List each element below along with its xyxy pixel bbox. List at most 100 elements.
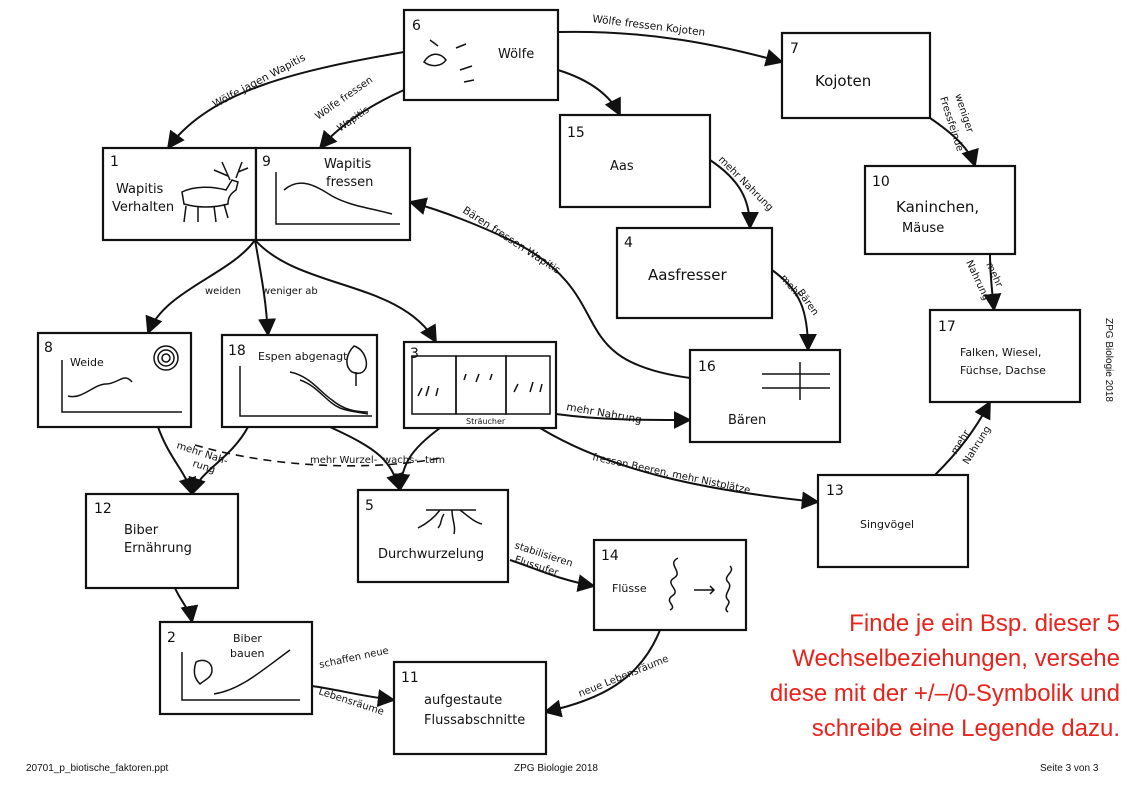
arrow-3-5: [392, 427, 441, 492]
edge-label-dash-b: wachs-: [383, 455, 418, 466]
node-label-line-2: Verhalten: [112, 200, 174, 215]
node-label-line-1: aufgestaute: [424, 693, 502, 708]
growth-graph-icon: [61, 345, 182, 413]
node-number: 14: [601, 548, 619, 564]
node-number: 15: [567, 125, 585, 141]
edge-label-6-1: Wölfe jagen Wapitis: [211, 52, 308, 111]
node-label-line-2: Mäuse: [902, 221, 944, 236]
task-line-3: diese mit der +/–/0-Symbolik und: [769, 680, 1120, 707]
footer-page: Seite 3 von 3: [1040, 763, 1099, 774]
node-number: 16: [698, 359, 716, 375]
node-label: Espen abgenagt: [258, 350, 348, 363]
node-label-line-1: Wapitis: [324, 157, 372, 172]
task-instruction: Finde je ein Bsp. dieser 5 Wechselbezieh…: [690, 606, 1120, 746]
node-label: Sträucher: [466, 417, 506, 426]
node-number: 2: [167, 630, 176, 646]
node-3-straeucher: 3 Sträucher: [402, 340, 558, 430]
arrow-6-7: [557, 30, 784, 67]
task-line-2: Wechselbeziehungen, versehe: [792, 645, 1120, 672]
node-8-weide: 8 Weide: [36, 331, 193, 429]
node-label-line-2: bauen: [230, 647, 264, 660]
node-7-kojoten: 7 Kojoten: [780, 31, 932, 120]
arrow-12-2: [174, 587, 199, 624]
node-label: Wölfe: [498, 47, 534, 62]
node-16-baeren: 16 Bären: [688, 348, 842, 444]
node-6-woelfe: 6 Wölfe: [402, 8, 560, 102]
node-number: 17: [938, 319, 956, 335]
node-label: Bären: [728, 413, 766, 428]
cross-mark-icon: [762, 362, 830, 400]
edge-label-3-16: mehr Nahrung: [565, 401, 642, 426]
node-number: 5: [365, 498, 374, 514]
node-label-line-2: Ernährung: [124, 541, 192, 556]
node-label-line-2: Füchse, Dachse: [960, 364, 1046, 377]
node-1-wapitis-verhalten: 1 Wapitis Verhalten: [101, 146, 258, 242]
arrow-5-14: [509, 559, 596, 593]
edge-label-1-18: weniger ab: [262, 286, 318, 297]
node-label-line-2: fressen: [326, 175, 373, 190]
node-number: 9: [262, 154, 271, 170]
river-sketch-icon: [668, 557, 733, 613]
edge-label-4-16-b: Bären: [795, 287, 821, 317]
arrow-6-9: [318, 89, 405, 150]
arrow-7-10: [929, 117, 979, 168]
edge-label-1-8: weiden: [205, 286, 241, 297]
node-4-aasfresser: 4 Aasfresser: [615, 226, 774, 320]
elk-sketch-icon: [181, 161, 249, 223]
node-label-line-2: Flussabschnitte: [424, 713, 525, 728]
arrow-3-16: [555, 410, 692, 429]
arrow-18-12: [188, 426, 249, 496]
arrow-13-17: [934, 400, 991, 476]
edge-label-2-11-a: schaffen neue: [318, 645, 389, 670]
node-10-kaninchen: 10 Kaninchen, Mäuse: [863, 164, 1017, 256]
node-number: 3: [410, 346, 419, 362]
node-13-singvoegel: 13 Singvögel: [816, 473, 970, 569]
arrow-6-1: [166, 51, 405, 150]
arrow-14-11: [543, 629, 661, 718]
arrow-10-17: [983, 253, 1002, 312]
node-number: 7: [790, 41, 799, 57]
arrow-15-4: [709, 159, 759, 230]
arrow-4-16: [771, 269, 817, 352]
arrow-1-8: [145, 239, 256, 335]
footer-center: ZPG Biologie 2018: [514, 763, 598, 774]
arrow-8-12: [157, 426, 197, 496]
node-label-line-1: Kaninchen,: [896, 198, 979, 216]
tree-graph-icon: [239, 345, 372, 417]
arrow-16-9: [408, 197, 691, 379]
edge-label-2-11-b: Lebensräume: [317, 686, 385, 717]
node-number: 11: [401, 670, 419, 686]
node-label: Aasfresser: [648, 266, 727, 284]
node-label: Aas: [610, 159, 634, 174]
decline-graph-icon: [275, 172, 400, 225]
node-18-espen: 18 Espen abgenagt: [220, 333, 379, 429]
edge-label-3-13: fressen Beeren, mehr Nistplätze: [591, 452, 751, 496]
node-label: Weide: [70, 356, 104, 369]
node-label: Flüsse: [612, 582, 647, 595]
shrub-panels-icon: [411, 355, 551, 415]
node-label: Singvögel: [860, 518, 914, 531]
wolf-sketch-icon: [423, 39, 475, 83]
side-credit: ZPG Biologie 2018: [1103, 318, 1114, 402]
node-label: Durchwurzelung: [378, 547, 484, 562]
beaver-graph-icon: [181, 649, 300, 701]
node-14-fluesse: 14 Flüsse: [592, 538, 748, 632]
node-5-durchwurzelung: 5 Durchwurzelung: [356, 488, 510, 584]
node-number: 13: [826, 483, 844, 499]
node-number: 8: [44, 340, 53, 356]
arrow-6-15: [557, 69, 621, 117]
edge-label-16-9: Bären fressen Wapitis: [460, 204, 562, 276]
arrow-1-3: [254, 239, 437, 344]
edge-label-15-4: mehr Nahrung: [716, 154, 775, 213]
node-12-biber-ernaehrung: 12 Biber Ernährung: [84, 492, 240, 590]
footer-filename: 20701_p_biotische_faktoren.ppt: [26, 763, 169, 774]
node-11-aufgestaute-flussabschnitte: 11 aufgestaute Flussabschnitte: [392, 660, 548, 756]
node-2-biber-bauen: 2 Biber bauen: [158, 620, 314, 716]
arrow-1-18: [254, 239, 277, 337]
task-line-1: Finde je ein Bsp. dieser 5: [849, 610, 1120, 637]
node-number: 4: [624, 235, 633, 251]
connectors: [145, 30, 1002, 718]
edge-label-dash-c: tum: [425, 455, 445, 466]
node-label-line-1: Falken, Wiesel,: [960, 346, 1041, 359]
